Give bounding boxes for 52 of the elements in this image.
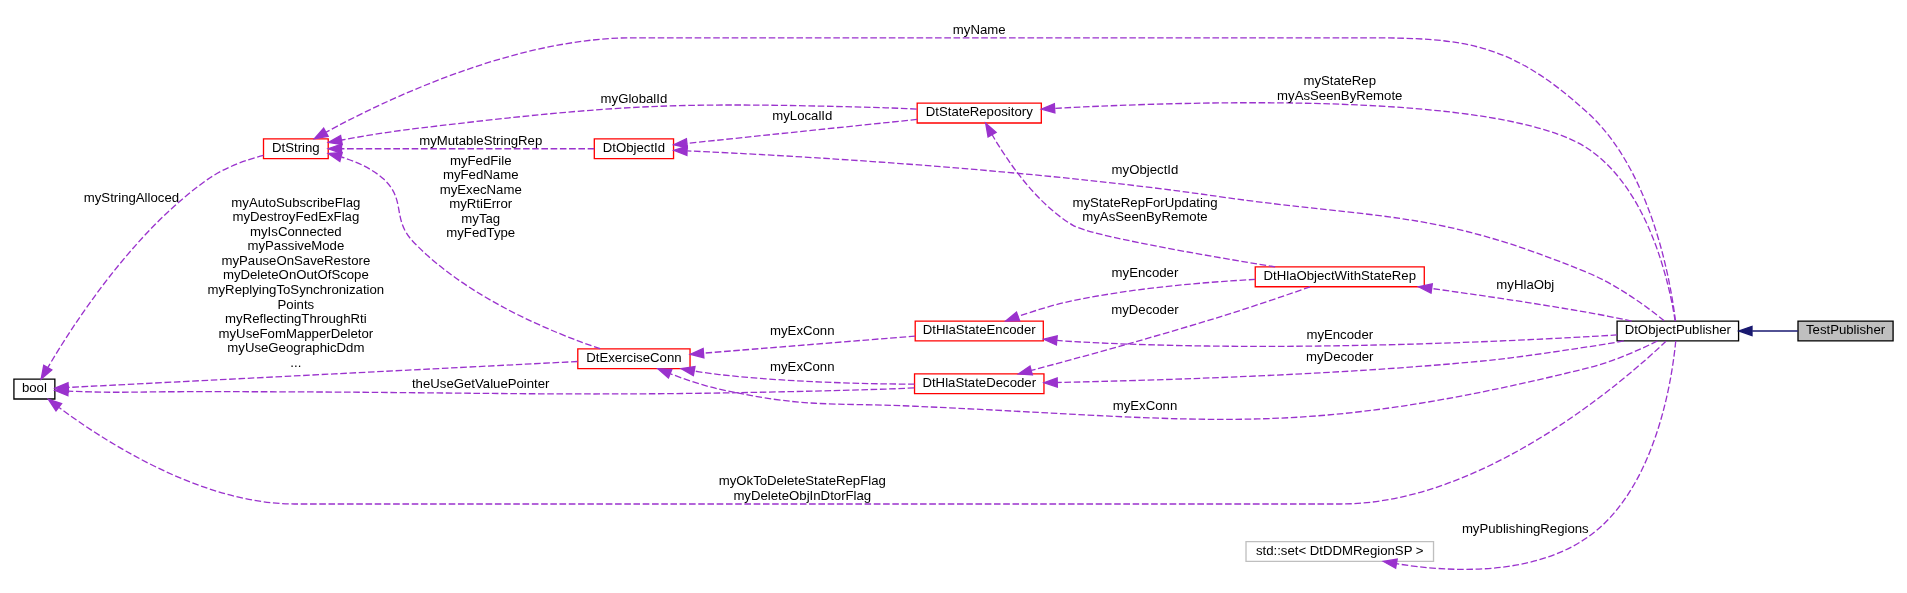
- arrow: [1042, 340, 1625, 389]
- arrow: [312, 37, 1677, 322]
- edge-label: myDecoder: [1306, 349, 1374, 365]
- edge-label: myStateRep myAsSeenByRemote: [1277, 73, 1403, 103]
- arrow: [1003, 278, 1256, 322]
- arrow: [40, 154, 265, 381]
- edge-label: myDecoder: [1111, 301, 1179, 317]
- arrow: [1736, 325, 1799, 337]
- edge-label: myExConn: [770, 358, 835, 374]
- arrow: [46, 340, 1667, 505]
- edge-label: myHlaObj: [1496, 276, 1555, 292]
- node-box: DtString: [262, 138, 329, 160]
- edge-label: myStringAlloced: [83, 189, 180, 205]
- arrow: [656, 340, 1659, 420]
- edge-label: myLocalId: [772, 107, 833, 123]
- node-box: DtObjectPublisher: [1616, 320, 1740, 342]
- arrow: [1041, 334, 1618, 347]
- edge-label: myEncoder: [1111, 264, 1179, 280]
- arrow: [1381, 340, 1677, 570]
- edge-label: myExConn: [770, 322, 835, 338]
- edge-label: theUseGetValuePointer: [411, 375, 550, 391]
- edge-label: myStateRepForUpdating myAsSeenByRemote: [1072, 194, 1218, 225]
- node-box: TestPublisher: [1797, 320, 1894, 342]
- arrow: [679, 365, 916, 385]
- arrow: [984, 121, 1276, 268]
- arrow: [52, 385, 915, 397]
- arrow: [1039, 102, 1676, 322]
- edge-label: myGlobalId: [600, 90, 668, 106]
- edge-label: myName: [952, 21, 1006, 37]
- node-box: std::set< DtDDMRegionSP >: [1245, 540, 1435, 563]
- arrow: [1016, 286, 1311, 376]
- node-box: DtHlaObjectWithStateRep: [1254, 266, 1425, 288]
- edge-label: myObjectId: [1111, 161, 1179, 177]
- node-box: DtHlaStateDecoder: [913, 373, 1045, 395]
- node-box: DtExerciseConn: [577, 348, 691, 370]
- arrow: [1416, 283, 1633, 322]
- arrow: [326, 104, 918, 146]
- arrow: [671, 118, 918, 149]
- node-box: bool: [13, 378, 56, 400]
- edge-label: myExConn: [1112, 398, 1178, 414]
- node-box: DtObjectId: [593, 138, 675, 160]
- arrow: [671, 145, 1665, 322]
- arrow: [326, 151, 601, 350]
- node-box: DtHlaStateEncoder: [914, 320, 1044, 342]
- arrow: [688, 335, 916, 359]
- edge-label: myPublishingRegions: [1461, 521, 1589, 537]
- edge-label: myOkToDeleteStateRepFlag myDeleteObjInDtorFlag: [718, 473, 886, 504]
- edge-label: myEncoder: [1306, 326, 1374, 342]
- edge-label: myFedFile myFedName myExecName myRtiError myTag myFedType: [439, 152, 522, 241]
- node-box: DtStateRepository: [916, 102, 1042, 124]
- edge-label: myAutoSubscribeFlag myDestroyFedExFlag myIsConnected myPassiveMode myPauseOnSaveRestore myDeleteOnOutOfScope myReplyingToSynchronization Points myReflectingThroughRti myUseFomMapperDeletor myUseGeographicDdm ...: [207, 194, 385, 370]
- edge-label: myMutableStringRep: [419, 132, 543, 148]
